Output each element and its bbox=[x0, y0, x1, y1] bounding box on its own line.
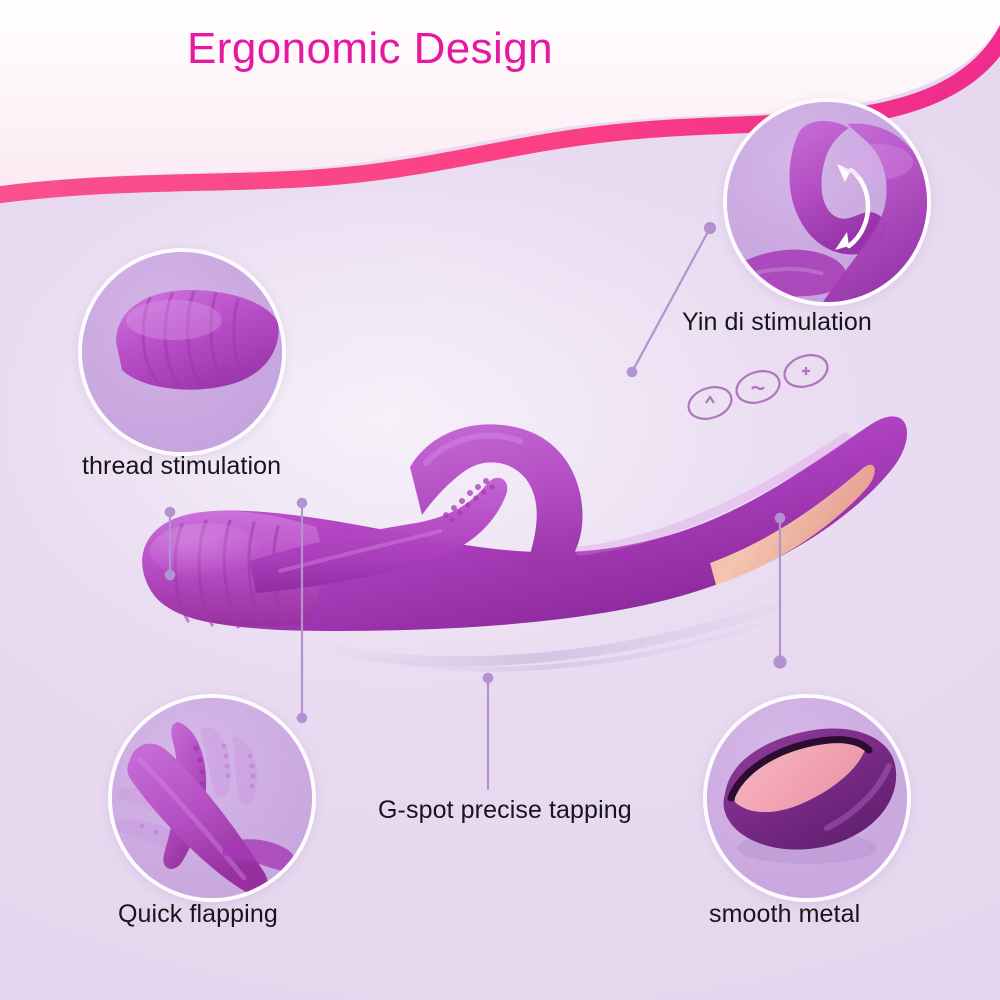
button-mode[interactable] bbox=[732, 366, 783, 408]
product-illustration bbox=[110, 345, 910, 690]
ribbed-tip-closeup-icon bbox=[82, 252, 282, 452]
callout-circle-thread-stimulation[interactable] bbox=[78, 248, 286, 456]
connector-gspot-mid-dot bbox=[482, 672, 494, 684]
flapping-motion-closeup-icon bbox=[112, 698, 312, 898]
button-plus[interactable] bbox=[780, 350, 831, 392]
connector-gspot-left-dot-top bbox=[296, 497, 308, 509]
power-icon bbox=[705, 395, 715, 404]
callout-label-smooth-metal: smooth metal bbox=[709, 900, 861, 928]
connector-yin bbox=[631, 227, 711, 373]
button-power[interactable] bbox=[684, 382, 735, 424]
metal-accent-closeup-icon bbox=[707, 698, 907, 898]
product-vector bbox=[142, 350, 908, 672]
connector-yin-dot-top bbox=[703, 221, 717, 235]
callout-circle-quick-flapping[interactable] bbox=[108, 694, 316, 902]
curved-arm-arrows-closeup-icon bbox=[727, 102, 927, 302]
connector-yin-dot-bottom bbox=[626, 366, 638, 378]
connector-metal-dot-bottom bbox=[773, 655, 787, 669]
callout-circle-smooth-metal[interactable] bbox=[703, 694, 911, 902]
wave-icon bbox=[751, 385, 765, 391]
ribbed-tip bbox=[142, 510, 322, 629]
header-banner: Ergonomic Design bbox=[0, 0, 1000, 230]
callout-label-quick-flapping: Quick flapping bbox=[118, 900, 278, 928]
callout-circle-yin-di-stimulation[interactable] bbox=[723, 98, 931, 306]
control-button-group[interactable] bbox=[684, 350, 831, 424]
connector-gspot-left-dot-bottom bbox=[296, 712, 308, 724]
callout-label-yin-di-stimulation: Yin di stimulation bbox=[682, 308, 872, 336]
header-wave-graphic bbox=[0, 0, 1000, 204]
connector-thread-dot-bottom bbox=[164, 569, 176, 581]
flapper-arm bbox=[250, 477, 508, 593]
connector-thread-dot-top bbox=[164, 506, 176, 518]
plus-icon bbox=[802, 367, 810, 375]
page-title: Ergonomic Design bbox=[187, 24, 553, 73]
arrow-head-up bbox=[837, 164, 851, 182]
rabbit-arm bbox=[410, 424, 583, 583]
arrow-head-down bbox=[835, 232, 849, 250]
connector-metal-dot-top bbox=[774, 512, 786, 524]
metal-accent-strip bbox=[710, 464, 875, 585]
callout-label-g-spot-precise-tapping: G-spot precise tapping bbox=[378, 796, 632, 824]
callout-label-thread-stimulation: thread stimulation bbox=[82, 452, 282, 480]
product-shadow bbox=[305, 590, 815, 667]
